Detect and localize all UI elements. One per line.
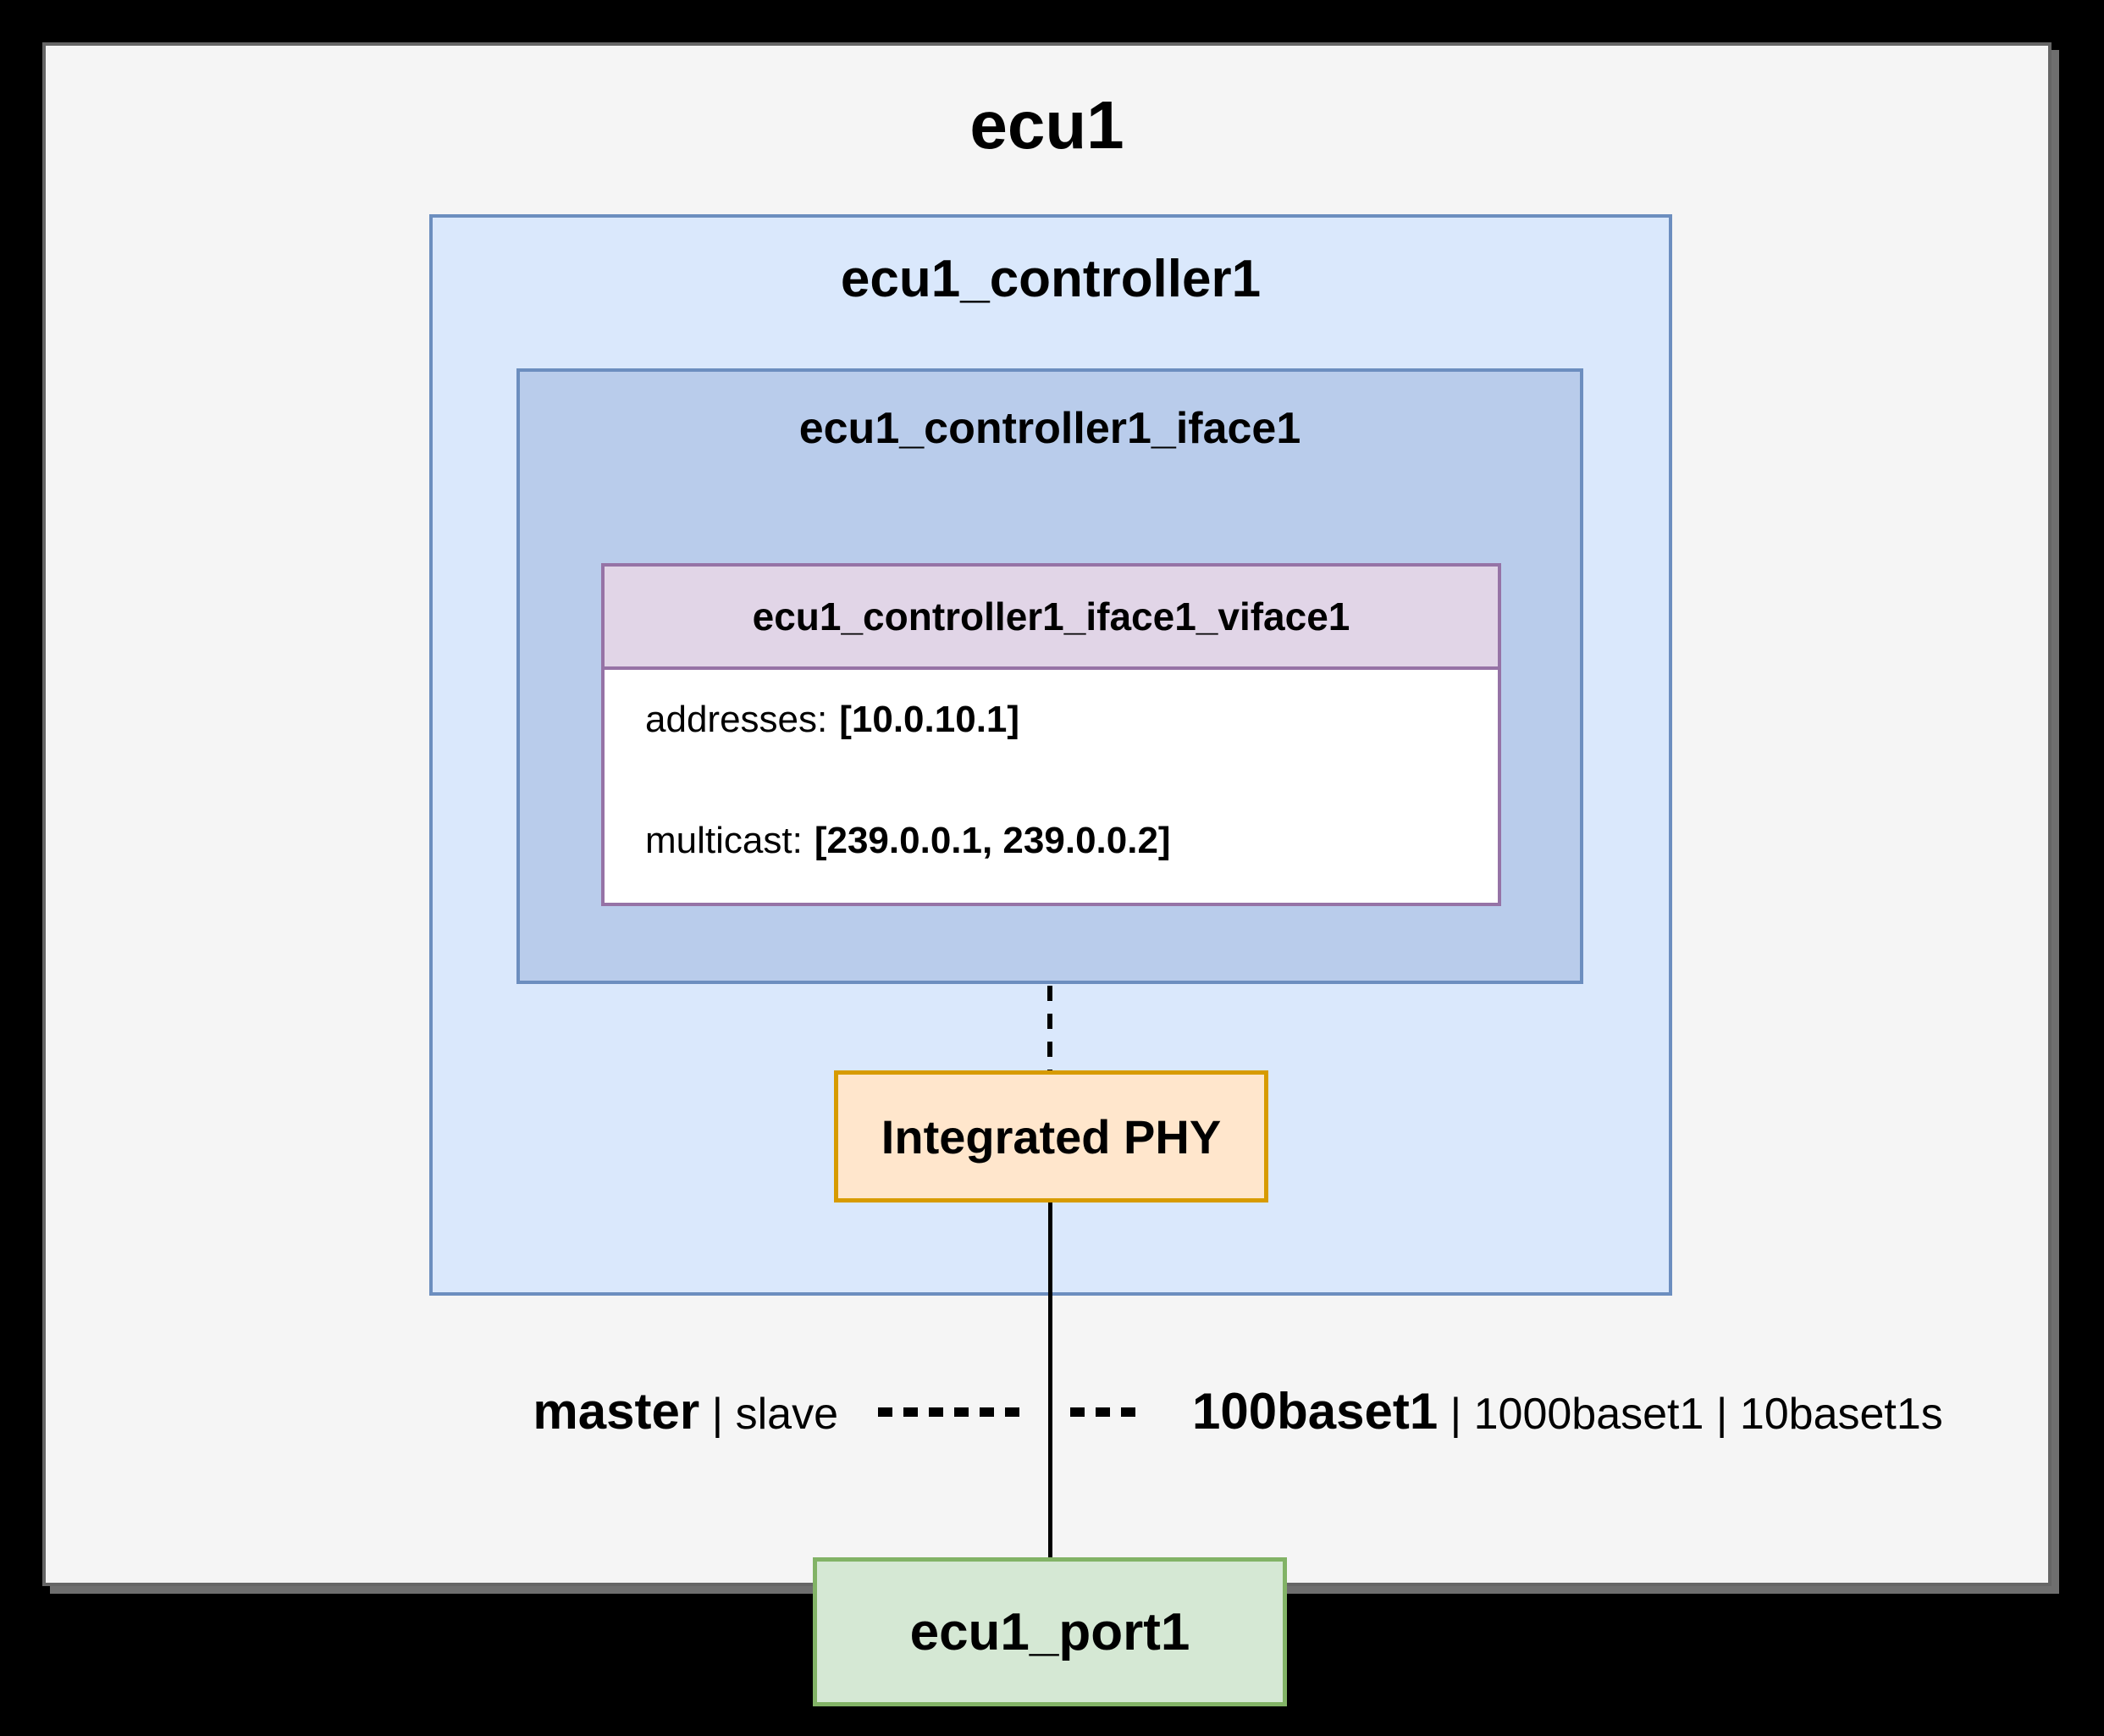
- viface-phy-dashed-connector: [1047, 986, 1052, 1070]
- viface-body: addresses: [10.0.10.1] multicast: [239.0.0…: [605, 670, 1498, 903]
- viface-addresses-row: addresses: [10.0.10.1]: [645, 698, 1019, 743]
- link-label-dash-right: [1070, 1407, 1143, 1417]
- link-speed-label: 100baset1 | 1000baset1 | 10baset1s: [1192, 1384, 2056, 1442]
- integrated-phy-node: Integrated PHY: [834, 1070, 1268, 1202]
- link-speed-selected: 100baset1: [1192, 1383, 1439, 1440]
- phy-port-connector: [1048, 1202, 1052, 1559]
- multicast-value: [239.0.0.1, 239.0.0.2]: [814, 820, 1171, 861]
- viface-node: ecu1_controller1_iface1_viface1 addresse…: [601, 563, 1501, 906]
- addresses-label: addresses:: [645, 699, 828, 740]
- iface-title: ecu1_controller1_iface1: [798, 404, 1301, 453]
- port-node: ecu1_port1: [813, 1557, 1287, 1706]
- multicast-label: multicast:: [645, 820, 803, 861]
- link-role-alternatives: | slave: [699, 1390, 838, 1439]
- viface-multicast-row: multicast: [239.0.0.1, 239.0.0.2]: [645, 819, 1171, 864]
- addresses-value: [10.0.10.1]: [839, 699, 1020, 740]
- link-role-label: master | slave: [356, 1384, 838, 1442]
- link-label-dash-left: [878, 1407, 1027, 1417]
- viface-title: ecu1_controller1_iface1_viface1: [605, 567, 1498, 670]
- link-speed-alternatives: | 1000baset1 | 10baset1s: [1438, 1390, 1943, 1439]
- link-role-selected: master: [533, 1383, 700, 1440]
- ecu-title: ecu1: [969, 87, 1124, 163]
- controller-title: ecu1_controller1: [840, 250, 1262, 308]
